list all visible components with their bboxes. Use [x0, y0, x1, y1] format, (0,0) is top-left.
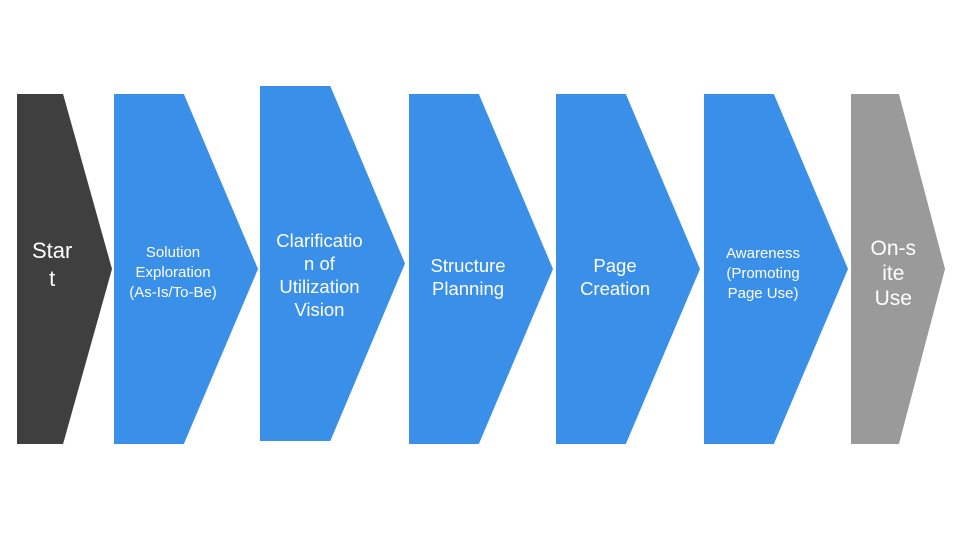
process-step-clarification-of-utilization-vision: Clarificatio n of Utilization Vision: [260, 86, 405, 441]
step-label-clarification-of-utilization-vision: Clarificatio n of Utilization Vision: [276, 229, 363, 320]
process-step-awareness-promoting-page-use: Awareness (Promoting Page Use): [704, 94, 848, 444]
step-label-awareness-promoting-page-use: Awareness (Promoting Page Use): [726, 245, 800, 302]
process-step-solution-exploration: Solution Exploration (As-Is/To-Be): [114, 94, 258, 444]
step-label-page-creation: Page Creation: [580, 255, 650, 299]
step-label-structure-planning: Structure Planning: [430, 255, 506, 299]
process-step-on-site-use: On-s ite Use: [851, 94, 945, 444]
process-step-page-creation: Page Creation: [556, 94, 700, 444]
step-label-on-site-use: On-s ite Use: [870, 237, 917, 310]
step-label-start: Star t: [31, 238, 73, 291]
step-label-solution-exploration: Solution Exploration (As-Is/To-Be): [129, 244, 217, 301]
process-step-start: Star t: [17, 94, 112, 444]
process-step-structure-planning: Structure Planning: [409, 94, 553, 444]
